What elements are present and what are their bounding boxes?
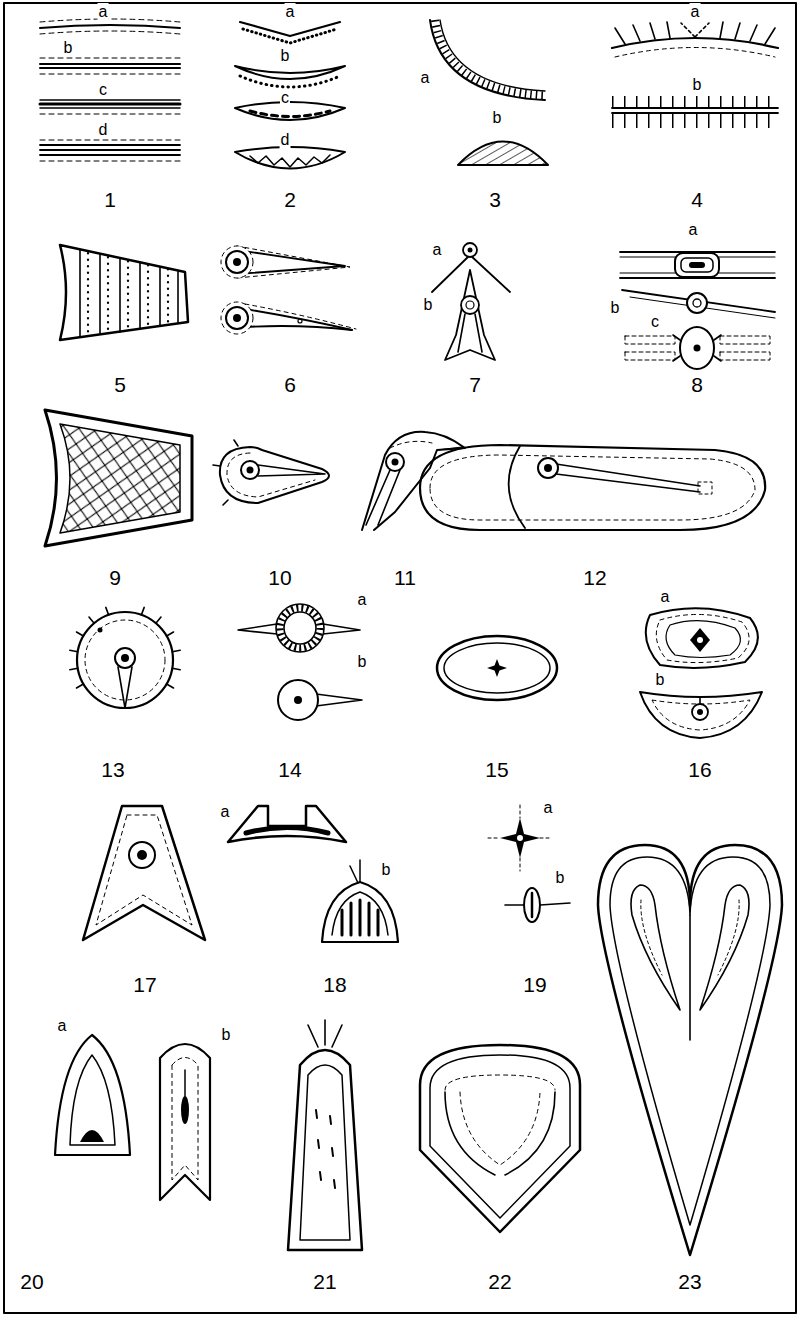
part-letter: b bbox=[555, 869, 566, 887]
figure-number: 22 bbox=[487, 1270, 512, 1294]
figure-number: 13 bbox=[100, 758, 125, 782]
figure-15 bbox=[437, 636, 557, 700]
figure-number: 11 bbox=[393, 566, 417, 590]
figure-number: 21 bbox=[312, 1270, 337, 1294]
part-letter: a bbox=[543, 799, 554, 817]
figure-23 bbox=[598, 845, 782, 1255]
figure-9 bbox=[45, 410, 192, 546]
part-letter: a bbox=[98, 3, 109, 21]
part-letter: a bbox=[688, 221, 699, 239]
figure-number: 14 bbox=[277, 758, 302, 782]
figure-number: 3 bbox=[488, 188, 502, 212]
part-letter: b bbox=[63, 39, 74, 57]
figure-2 bbox=[235, 22, 345, 169]
part-letter: c bbox=[650, 313, 660, 331]
part-letter: a bbox=[57, 1017, 68, 1035]
part-letter: d bbox=[280, 131, 291, 149]
figure-16 bbox=[640, 608, 762, 738]
part-letter: a bbox=[690, 3, 701, 21]
part-letter: a bbox=[420, 69, 431, 87]
part-letter: b bbox=[610, 299, 621, 317]
figure-7 bbox=[432, 243, 510, 360]
figure-12 bbox=[420, 445, 765, 530]
part-letter: b bbox=[357, 653, 368, 671]
figure-17 bbox=[83, 806, 205, 940]
figure-number: 10 bbox=[267, 566, 292, 590]
part-letter: a bbox=[357, 591, 368, 609]
figure-10 bbox=[213, 440, 329, 505]
part-letter: c bbox=[280, 89, 290, 107]
figure-1 bbox=[40, 19, 180, 161]
part-letter: b bbox=[692, 76, 703, 94]
figure-number: 6 bbox=[283, 373, 297, 397]
part-letter: b bbox=[221, 1026, 232, 1044]
figure-number: 16 bbox=[687, 758, 712, 782]
figure-number: 20 bbox=[19, 1270, 44, 1294]
part-letter: a bbox=[285, 3, 296, 21]
figure-number: 7 bbox=[468, 373, 482, 397]
figure-number: 8 bbox=[690, 373, 704, 397]
part-letter: b bbox=[280, 47, 291, 65]
figure-number: 1 bbox=[103, 188, 117, 212]
figure-number: 15 bbox=[484, 758, 509, 782]
figure-8 bbox=[620, 252, 775, 369]
figure-number: 9 bbox=[108, 566, 122, 590]
part-letter: a bbox=[432, 241, 443, 259]
figure-14 bbox=[238, 604, 362, 720]
figure-13 bbox=[70, 607, 180, 708]
figure-4 bbox=[612, 22, 778, 121]
figure-3 bbox=[430, 20, 548, 165]
part-letter: b bbox=[492, 109, 503, 127]
figure-19 bbox=[488, 805, 570, 922]
figure-6 bbox=[221, 246, 356, 334]
figure-number: 5 bbox=[113, 373, 127, 397]
part-letter: a bbox=[220, 803, 231, 821]
part-letter: d bbox=[98, 121, 109, 139]
figure-number: 23 bbox=[677, 1270, 702, 1294]
figure-18 bbox=[228, 806, 398, 942]
part-letter: b bbox=[423, 296, 434, 314]
figure-number: 19 bbox=[522, 973, 547, 997]
figure-number: 2 bbox=[283, 188, 297, 212]
figure-number: 12 bbox=[582, 566, 607, 590]
figure-20 bbox=[55, 1035, 210, 1200]
figure-5 bbox=[60, 245, 188, 340]
part-letter: a bbox=[660, 588, 671, 606]
plate-frame bbox=[4, 3, 796, 1313]
figure-number: 18 bbox=[322, 973, 347, 997]
part-letter: b bbox=[655, 671, 666, 689]
figure-number: 17 bbox=[132, 973, 157, 997]
figure-number: 4 bbox=[690, 188, 704, 212]
figure-21 bbox=[288, 1020, 362, 1250]
part-letter: c bbox=[98, 81, 108, 99]
figure-22 bbox=[420, 1045, 580, 1232]
part-letter: b bbox=[381, 861, 392, 879]
